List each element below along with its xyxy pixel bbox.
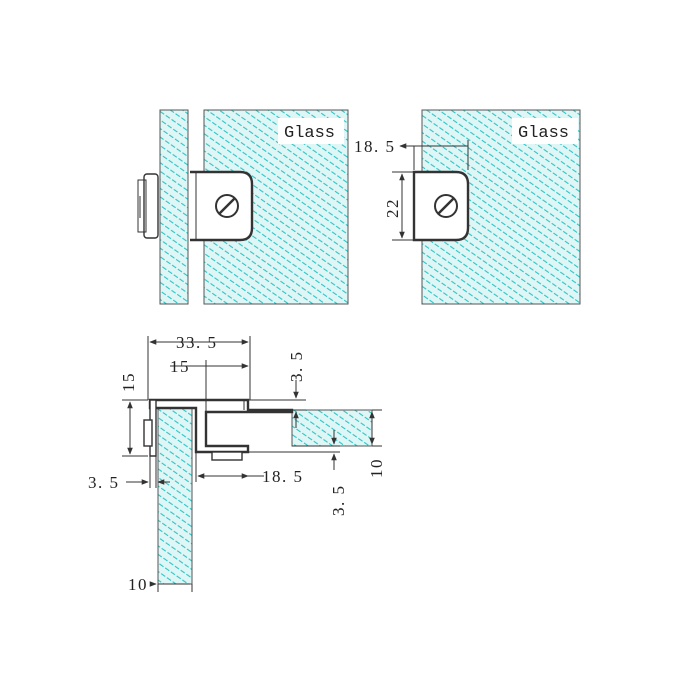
- section-dim-glass-bottom: 10: [128, 575, 148, 594]
- section-dim-height: 15: [119, 372, 138, 392]
- front-glass-label-bg: [278, 118, 344, 144]
- section-dim-right-width: 18. 5: [262, 467, 304, 486]
- front-view: Glass: [137, 109, 349, 305]
- front-back-plate-rim: [137, 179, 147, 233]
- section-dim-inner-width: 15: [170, 357, 190, 376]
- side-glass-label-bg: [512, 118, 578, 144]
- section-nut: [211, 451, 243, 461]
- side-dim-height: 22: [383, 198, 402, 218]
- side-view: Glass 18. 5 22: [354, 109, 581, 305]
- section-dim-bottom-thickness: 3. 5: [329, 485, 348, 517]
- front-glass-label: Glass: [284, 124, 335, 143]
- section-dim-glass-right: 10: [367, 458, 386, 478]
- side-dim-offset: 18. 5: [354, 137, 396, 156]
- section-back-plate: [143, 419, 153, 447]
- section-horizontal-glass: [291, 409, 373, 447]
- side-glass-label: Glass: [518, 124, 569, 143]
- side-screw-slot-icon: [437, 197, 455, 215]
- section-vertical-glass: [157, 407, 193, 585]
- front-back-plate: [143, 173, 159, 239]
- section-view: 33. 5 15 3. 5 15 3. 5 18. 5 3. 5: [88, 333, 386, 594]
- section-dim-overall-width: 33. 5: [176, 333, 218, 352]
- front-screw-slot-icon: [218, 197, 236, 215]
- section-dim-top-thickness: 3. 5: [287, 351, 306, 383]
- section-dim-left-thickness: 3. 5: [88, 473, 120, 492]
- front-left-glass-panel: [159, 109, 189, 305]
